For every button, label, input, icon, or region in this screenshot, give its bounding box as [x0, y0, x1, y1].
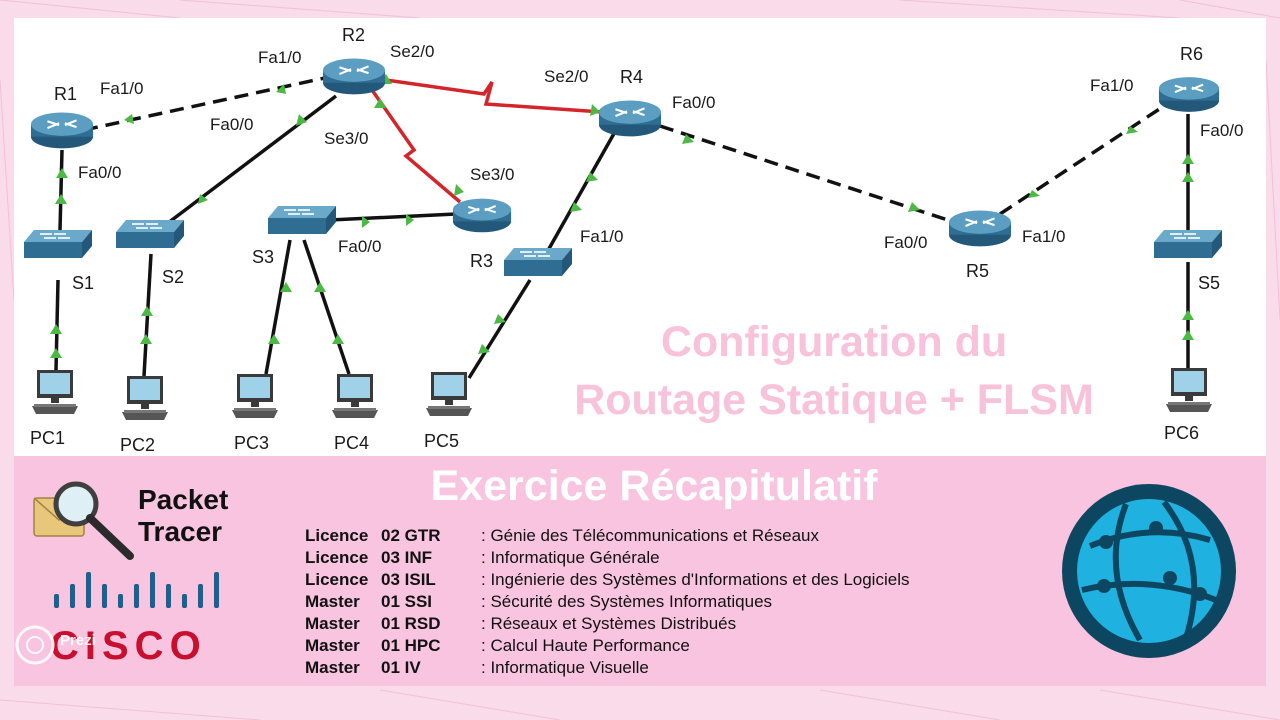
link-r1-s1 [58, 149, 64, 231]
label-r3: R3 [470, 251, 494, 271]
pc1-icon[interactable] [32, 370, 78, 414]
link-s3-r3 [329, 212, 457, 222]
router-r2-icon[interactable] [322, 57, 386, 96]
iface-r5-fa10: Fa1/0 [1022, 227, 1066, 246]
pc5-icon[interactable] [426, 372, 472, 416]
label-r5: R5 [966, 261, 990, 281]
link-r2-s2 [162, 94, 338, 228]
cisco-wordmark: CISCO [50, 624, 207, 668]
router-r4-icon[interactable] [598, 99, 662, 138]
iface-r1-fa10: Fa1/0 [100, 79, 144, 98]
iface-r4-fa10: Fa1/0 [580, 227, 624, 246]
router-r3-icon[interactable] [452, 197, 512, 234]
link-r4-s4 [544, 129, 618, 255]
topology-svg [24, 57, 1222, 420]
title-line-1: Configuration du [660, 318, 1008, 366]
iface-r5-fa00: Fa0/0 [884, 233, 928, 252]
iface-r1-fa00: Fa0/0 [78, 163, 122, 182]
label-r1: R1 [54, 84, 78, 104]
switch-s5-icon[interactable] [1154, 230, 1222, 259]
packet-tracer-icon [33, 481, 134, 560]
iface-r2-fa10: Fa1/0 [258, 48, 302, 67]
switch-s1-icon[interactable] [24, 230, 92, 259]
router-r6-icon[interactable] [1158, 75, 1220, 113]
iface-r2-se20: Se2/0 [390, 42, 435, 61]
router-r5-icon[interactable] [948, 209, 1012, 248]
label-r4: R4 [620, 67, 644, 87]
iface-r2-se30: Se3/0 [324, 129, 369, 148]
label-pc4: PC4 [334, 433, 370, 453]
iface-r4-se20: Se2/0 [544, 67, 589, 86]
switch-s2-icon[interactable] [116, 220, 184, 249]
switch-s4-icon[interactable] [504, 248, 572, 277]
link-r2-r3-serial [370, 88, 462, 204]
prezi-label: Prezi [60, 632, 96, 649]
link-s3-pc3 [264, 239, 292, 375]
label-s3: S3 [252, 247, 275, 267]
pc3-icon[interactable] [232, 374, 278, 418]
prezi-icon [15, 625, 55, 665]
label-s1: S1 [72, 273, 95, 293]
label-pc2: PC2 [120, 435, 156, 455]
label-s2: S2 [162, 267, 185, 287]
label-pc5: PC5 [424, 431, 460, 451]
pc2-icon[interactable] [122, 376, 168, 420]
serial-links [370, 78, 603, 204]
label-pc6: PC6 [1164, 423, 1200, 443]
iface-r3-se30: Se3/0 [470, 165, 515, 184]
globe-icon [1062, 484, 1236, 658]
switch-s3-icon[interactable] [268, 206, 336, 235]
label-r2: R2 [342, 25, 366, 45]
link-r2-r4-serial [385, 78, 603, 114]
iface-r4-fa00: Fa0/0 [672, 93, 716, 112]
link-s3-pc4 [302, 239, 351, 375]
title-line-2: Routage Statique + FLSM [574, 376, 1094, 424]
link-indicators [50, 74, 1194, 358]
iface-r6-fa10: Fa1/0 [1090, 76, 1134, 95]
label-pc1: PC1 [30, 428, 66, 448]
label-pc3: PC3 [234, 433, 270, 453]
link-s4-pc5 [467, 279, 532, 379]
iface-r2-fa00: Fa0/0 [210, 115, 254, 134]
label-s5: S5 [1198, 273, 1221, 293]
packet-tracer-label: Packet Tracer [138, 484, 229, 547]
pc4-icon[interactable] [332, 374, 378, 418]
label-r6: R6 [1180, 44, 1204, 64]
link-r5-r6 [999, 104, 1165, 216]
banner-panel: Exercice Récapitulatif Packet Tracer CIS… [14, 456, 1266, 686]
network-diagram-panel: R1 R2 R3 R4 R5 R6 S1 S2 S3 S5 PC1 PC2 PC… [14, 18, 1266, 456]
iface-r6-fa00: Fa0/0 [1200, 121, 1244, 140]
cisco-bars-icon [54, 572, 219, 608]
exercise-title: Exercice Récapitulatif [430, 462, 878, 510]
iface-r3-fa00: Fa0/0 [338, 237, 382, 256]
link-r4-r5 [659, 124, 955, 224]
router-r1-icon[interactable] [30, 111, 94, 150]
